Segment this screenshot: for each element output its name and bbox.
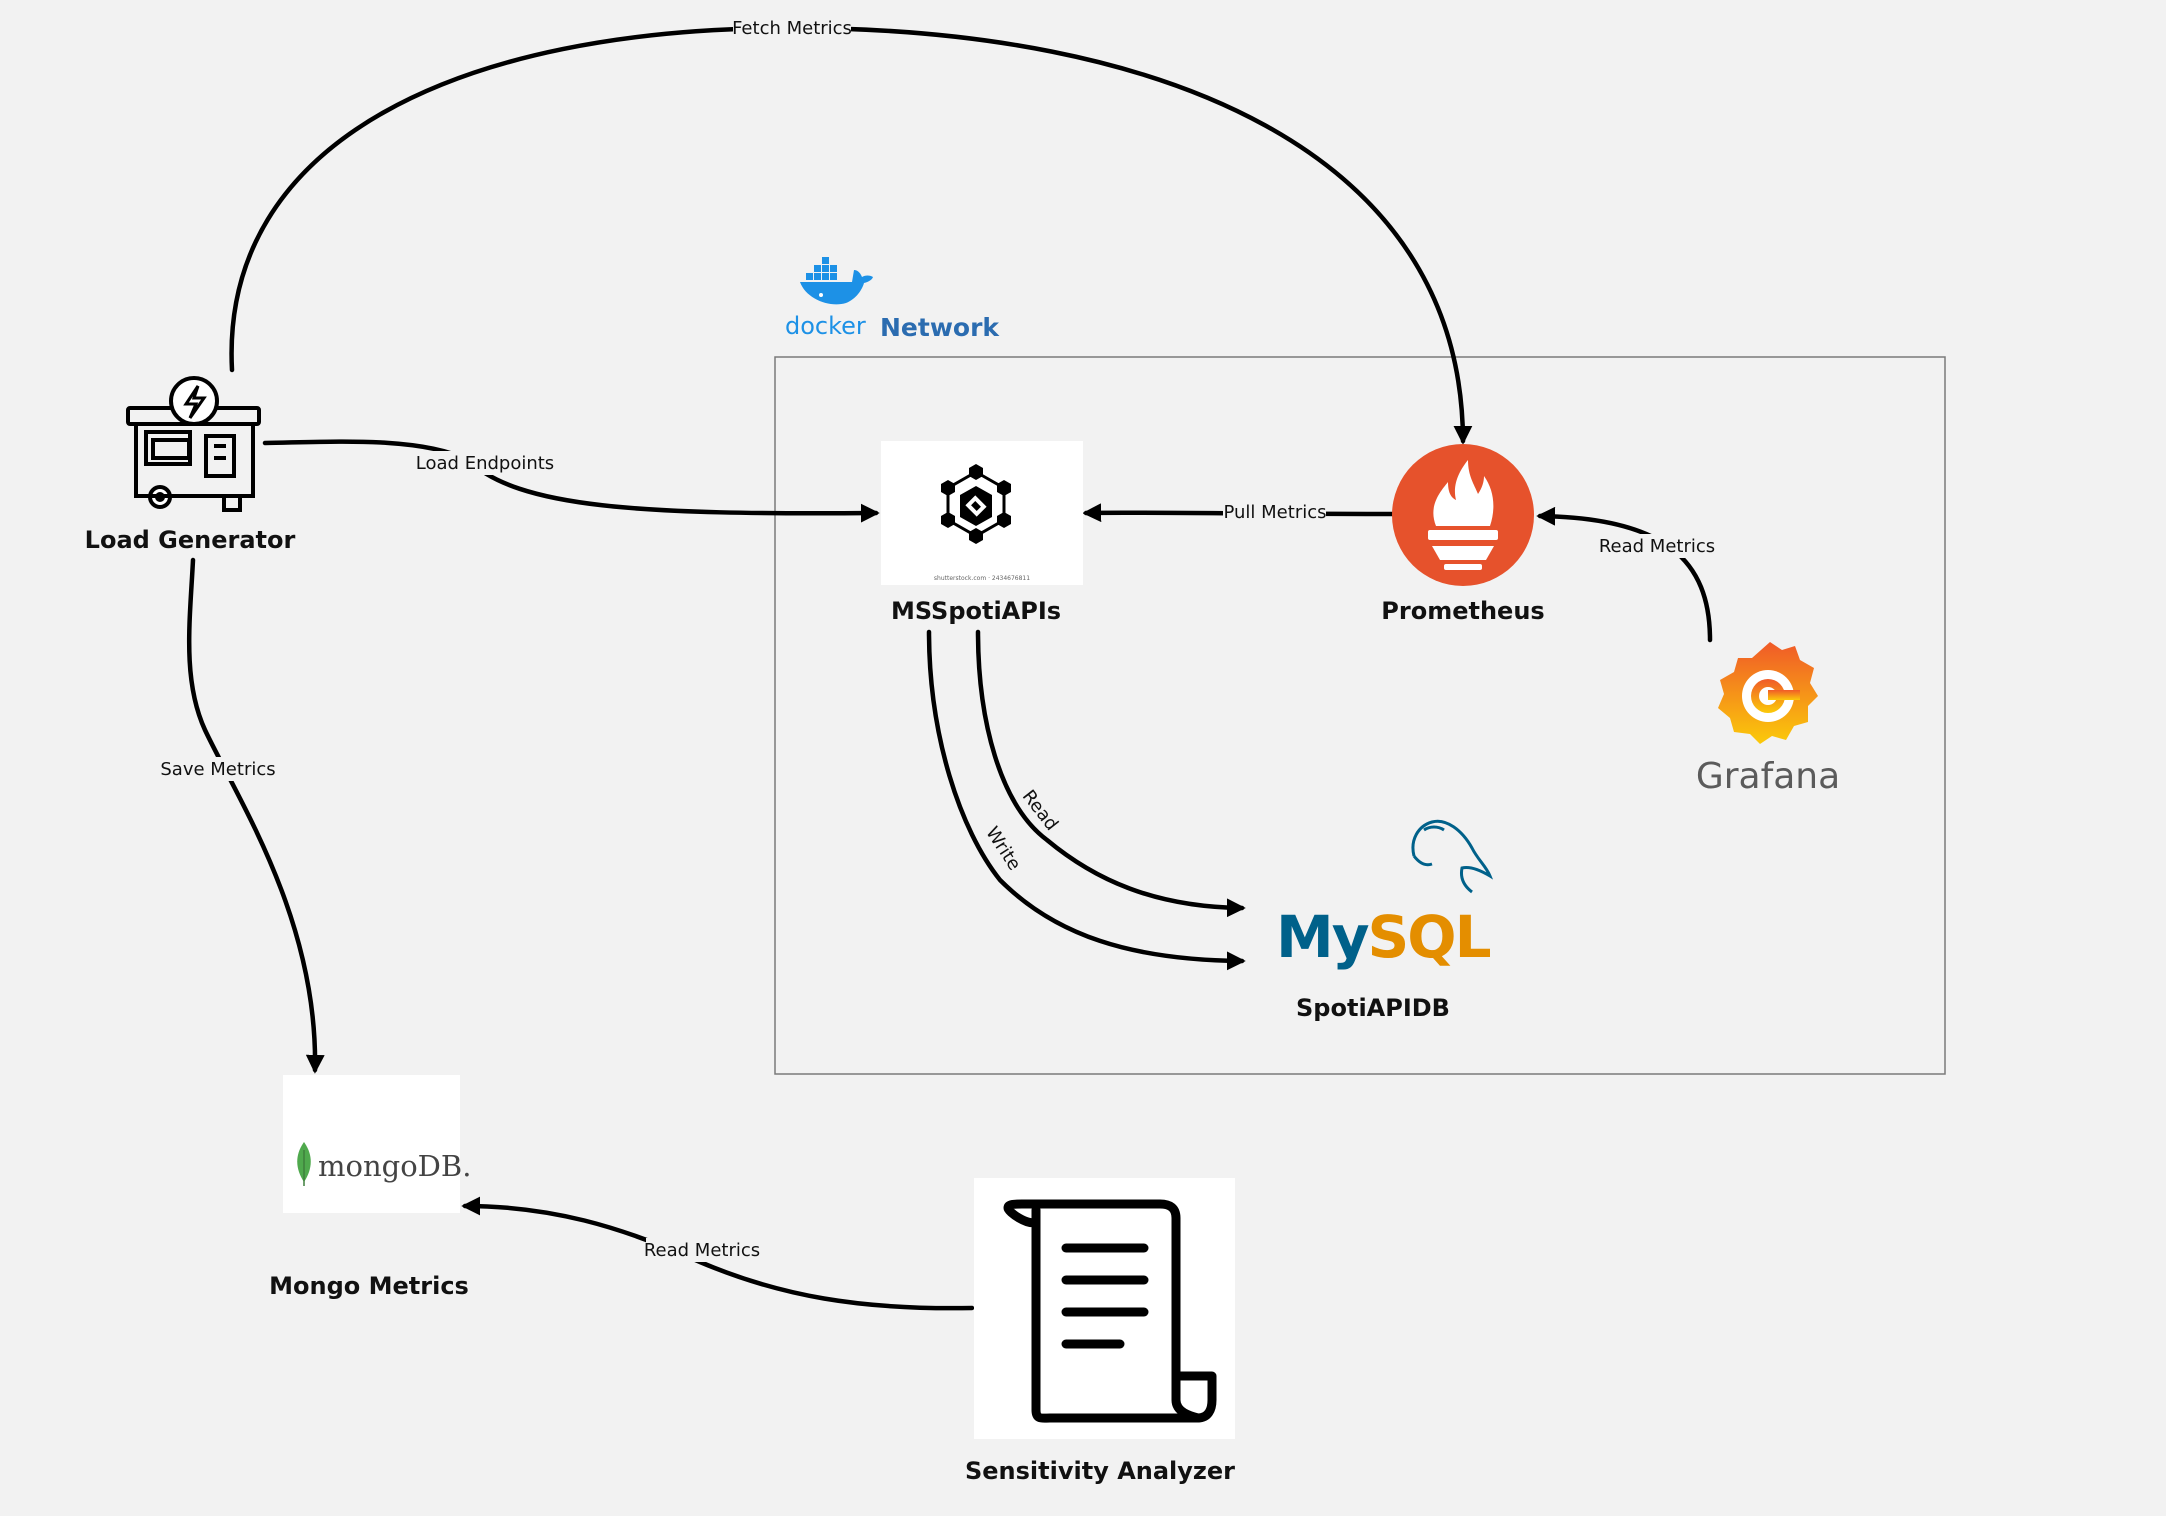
hexagon-network-icon [941,464,1011,544]
mongo-logo-frame [283,1075,460,1213]
edge-label-pull-metrics: Pull Metrics [1223,502,1326,523]
node-sensitivity-analyzer[interactable]: Sensitivity Analyzer [965,1178,1235,1485]
network-label: Network [880,313,1000,342]
node-spotiapidb[interactable]: MySQL SpotiAPIDB [1276,819,1494,1022]
node-msspotiapis[interactable]: shutterstock.com · 2434676811 MSSpotiAPI… [881,441,1083,625]
edge-read-metrics-analyzer [461,1196,975,1311]
edge-label-read-metrics-grafana: Read Metrics [1599,536,1715,557]
edge-fetch-metrics [229,25,1473,445]
node-grafana[interactable]: Grafana [1696,642,1840,797]
node-prometheus[interactable]: Prometheus [1381,444,1545,625]
edge-pull-metrics [1082,503,1395,523]
node-mongo-metrics[interactable]: mongoDB. Mongo Metrics [269,1075,471,1300]
edge-load-endpoints [262,439,880,523]
node-label-grafana: Grafana [1696,756,1840,797]
mysql-dolphin-icon [1411,819,1494,894]
node-label-spotiapidb: SpotiAPIDB [1296,994,1450,1022]
node-label-prometheus: Prometheus [1381,597,1544,625]
node-label-mongo-metrics: Mongo Metrics [269,1272,469,1300]
node-label-sensitivity-analyzer: Sensitivity Analyzer [965,1457,1235,1485]
mysql-logo-text: MySQL [1276,903,1491,971]
scroll-document-icon [1003,1199,1217,1423]
network-boundary [774,356,1946,1075]
edge-label-read-metrics-analyzer: Read Metrics [644,1240,760,1261]
edge-label-load-endpoints: Load Endpoints [416,453,554,474]
mongodb-logo-text: mongoDB. [318,1149,471,1183]
stock-caption: shutterstock.com · 2434676811 [934,575,1030,582]
edge-save-metrics [186,557,325,1074]
grafana-icon [1718,642,1818,744]
prometheus-flame-icon [1392,444,1534,586]
docker-network: docker Network [774,257,1946,1075]
generator-icon [126,376,261,512]
mongodb-leaf-icon [297,1142,311,1186]
edge-write [926,629,1246,971]
edge-read [975,629,1246,918]
node-label-load-generator: Load Generator [85,526,296,554]
docker-brand-text: docker [785,312,866,340]
docker-whale-icon [800,257,873,305]
node-load-generator[interactable]: Load Generator [85,376,296,554]
edge-label-save-metrics: Save Metrics [160,759,275,780]
edge-label-fetch-metrics: Fetch Metrics [732,18,852,39]
node-label-msspotiapis: MSSpotiAPIs [891,597,1061,625]
